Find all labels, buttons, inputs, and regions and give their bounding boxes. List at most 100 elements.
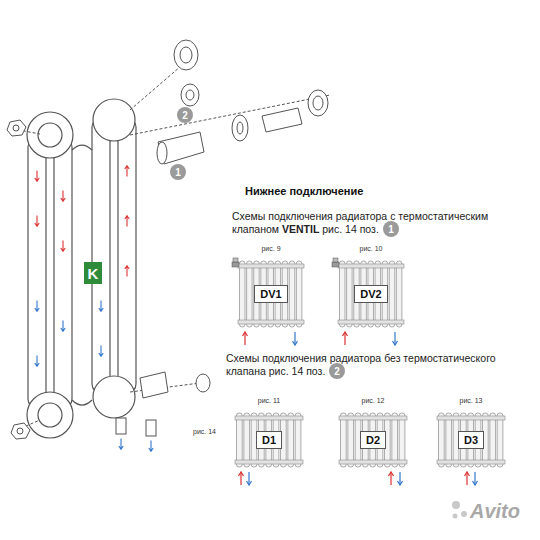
section-bar [347, 261, 353, 327]
arrow-shaft [394, 332, 395, 345]
description-phrase: Схемы подключения радиатора без термоста… [226, 352, 496, 377]
collector [235, 460, 303, 464]
section-bar [396, 261, 402, 327]
description-phrase: рис. 14 поз. [269, 365, 326, 377]
flow-arrows [35, 166, 153, 452]
callout-text: 1 [388, 224, 394, 235]
watermark: Avito [470, 500, 520, 523]
arrow-shaft [248, 472, 249, 485]
section-bar [392, 413, 398, 467]
figure-number: рис. 12 [338, 397, 408, 404]
figure-number: рис. 11 [234, 397, 304, 404]
callout-anchor [325, 365, 326, 377]
section-bar [341, 413, 347, 467]
radiator-scheme: рис. 12D2 [338, 410, 408, 470]
label-holder: D2 [338, 410, 408, 470]
arrow-shaft [294, 332, 295, 345]
section-bar [439, 413, 445, 467]
collector [339, 416, 407, 420]
section-bar [446, 413, 452, 467]
section-bar [295, 413, 301, 467]
valve-symbol [233, 258, 238, 262]
figure-number: рис. 10 [337, 245, 405, 252]
section-bar [240, 261, 246, 327]
callout-text: 1 [175, 167, 181, 178]
flow-arrow [247, 472, 252, 485]
collector [238, 264, 304, 268]
arrow-shaft [240, 472, 241, 485]
flow-arrow [239, 472, 244, 485]
description-text: Схемы подключения радиатора без термоста… [226, 352, 531, 378]
callout-number: 1 [383, 221, 399, 237]
scheme-label: D2 [360, 431, 386, 449]
watermark-icon [452, 501, 467, 519]
collector [238, 320, 304, 324]
section-bar [288, 413, 294, 467]
callout-text: 2 [334, 366, 340, 377]
diagram-title: Нижнее подключение [245, 185, 363, 197]
arrow-shaft [344, 332, 345, 345]
arrow-head [247, 481, 252, 485]
flow-arrow [293, 332, 298, 345]
section-bar [296, 261, 302, 327]
brand-logo: K [84, 262, 102, 284]
flow-arrow [243, 332, 248, 345]
flow-arrow [393, 332, 398, 345]
plugs-and-fittings [7, 40, 330, 439]
collector [235, 416, 303, 420]
scheme-label: DV2 [354, 285, 387, 303]
flow-arrow [465, 472, 470, 485]
scheme-label: D1 [256, 431, 282, 449]
flow-arrow [389, 472, 394, 485]
radiator-scheme: рис. 13D3 [436, 410, 506, 470]
callout-anchor [379, 223, 380, 235]
scheme-label: DV1 [254, 285, 287, 303]
collector [437, 460, 505, 464]
arrow-head [473, 481, 478, 485]
collector [339, 460, 407, 464]
description-phrase: рис. 14 поз. [322, 223, 379, 235]
arrow-head [465, 472, 470, 476]
section-bar [244, 413, 250, 467]
arrow-head [343, 332, 348, 336]
description-text: Схемы подключения радиатора с термостати… [232, 210, 532, 236]
radiator-scheme: рис. 11D1 [234, 410, 304, 470]
section-bar [389, 261, 395, 327]
arrow-head [239, 472, 244, 476]
figure-number: рис. 14 [193, 428, 216, 435]
valve-symbol [333, 258, 338, 262]
callout-number: 2 [329, 363, 345, 379]
arrow-shaft [466, 472, 467, 485]
label-holder: D3 [436, 410, 506, 470]
valve-symbol [332, 262, 339, 267]
arrow-shaft [390, 472, 391, 485]
flow-arrow [343, 332, 348, 345]
flow-arrow [398, 472, 403, 485]
collector [338, 320, 404, 324]
section-bar [289, 261, 295, 327]
collector [338, 264, 404, 268]
callout-number: 2 [177, 107, 193, 123]
arrow-head [393, 341, 398, 345]
section-bar [340, 261, 346, 327]
section-bar [237, 413, 243, 467]
figure-number: рис. 13 [436, 397, 506, 404]
section-bar [490, 413, 496, 467]
valve-symbol [232, 262, 239, 267]
arrow-shaft [244, 332, 245, 345]
label-holder: D1 [234, 410, 304, 470]
collector [437, 416, 505, 420]
arrow-head [389, 472, 394, 476]
section-bar [399, 413, 405, 467]
arrow-head [293, 341, 298, 345]
callout-text: 2 [182, 110, 188, 121]
section-bar [247, 261, 253, 327]
scheme-label: D3 [458, 431, 484, 449]
label-holder: DV1 [237, 258, 305, 330]
arrow-shaft [474, 472, 475, 485]
label-holder: DV2 [337, 258, 405, 330]
section-bar [497, 413, 503, 467]
description-phrase: VENTIL [282, 223, 319, 235]
arrow-head [243, 332, 248, 336]
radiator-sections [27, 99, 136, 438]
